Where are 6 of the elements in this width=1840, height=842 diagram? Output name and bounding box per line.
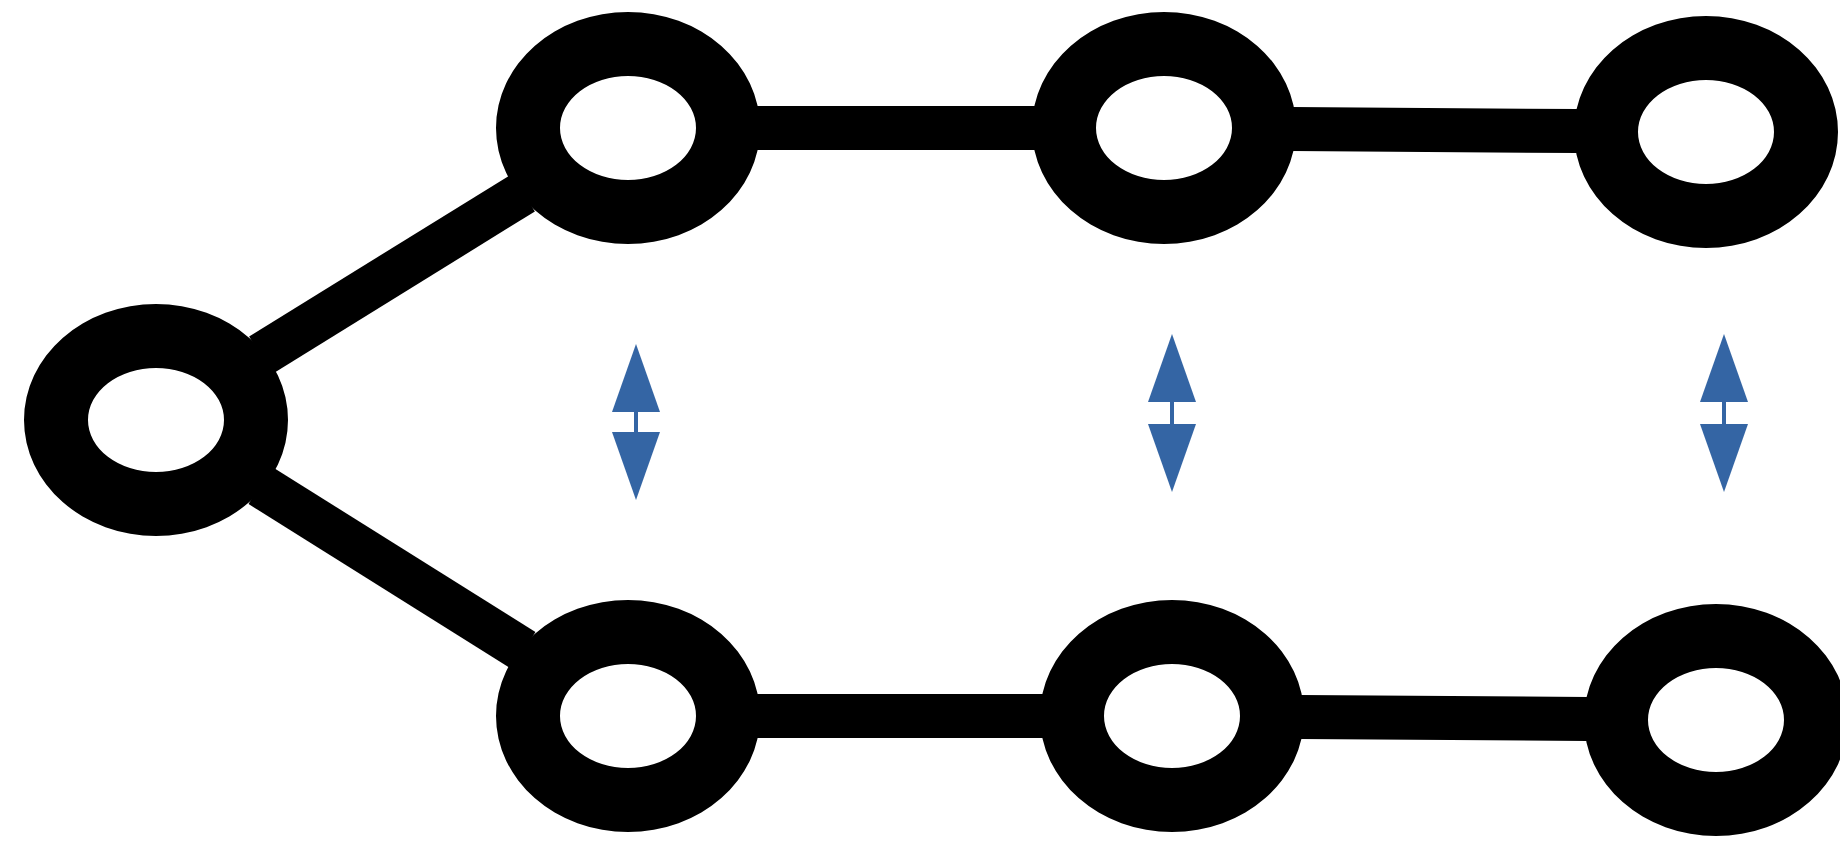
connector-line — [1291, 106, 1579, 154]
connector-line — [1299, 694, 1589, 742]
connector-line — [756, 106, 1036, 150]
connector-line — [249, 174, 535, 374]
connector-line — [248, 466, 536, 670]
connector-line — [756, 694, 1044, 738]
